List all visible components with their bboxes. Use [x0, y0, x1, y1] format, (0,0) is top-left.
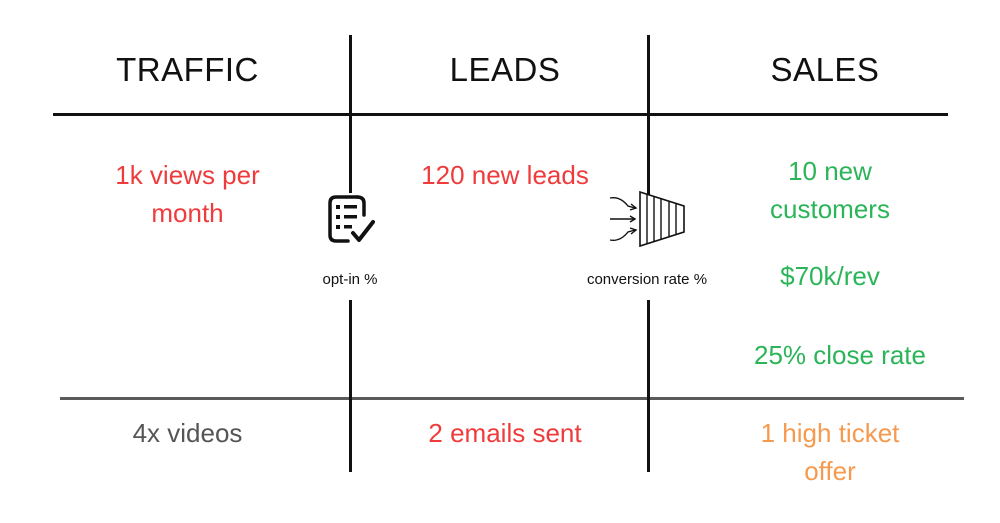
column-divider-1-bottom: [349, 300, 352, 472]
traffic-metric: 1k views per month: [115, 160, 260, 228]
leads-metric: 120 new leads: [421, 160, 589, 190]
sales-metric: 10 new customers: [770, 156, 890, 224]
sales-action: 1 high ticket offer: [760, 418, 900, 486]
sales-close-rate: 25% close rate: [754, 340, 926, 370]
traffic-header: TRAFFIC: [116, 51, 259, 88]
footer-divider-line: [60, 397, 964, 400]
leads-action: 2 emails sent: [428, 418, 582, 448]
optin-label: opt-in %: [322, 271, 378, 288]
conversion-label: conversion rate %: [586, 271, 708, 288]
leads-header: LEADS: [449, 51, 561, 88]
funnel-icon: [609, 190, 685, 248]
sales-revenue: $70k/rev: [780, 261, 880, 291]
column-divider-2-top: [647, 35, 650, 195]
column-divider-2-bottom: [647, 300, 650, 472]
header-divider-line: [53, 113, 948, 116]
traffic-action: 4x videos: [132, 418, 243, 448]
checklist-icon: [328, 195, 375, 243]
column-divider-1-top: [349, 35, 352, 193]
sales-header: SALES: [770, 51, 880, 88]
